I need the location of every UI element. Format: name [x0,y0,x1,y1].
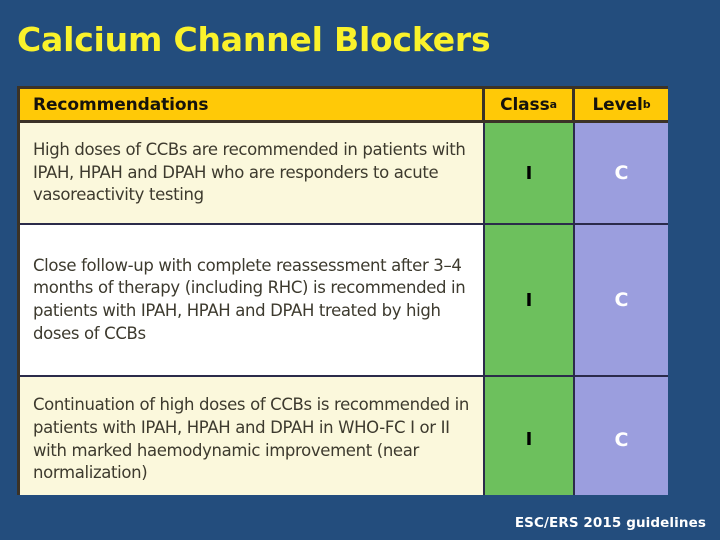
column-header-class-label: Class [500,94,550,115]
column-header-recommendations-label: Recommendations [33,94,209,115]
page-title: Calcium Channel Blockers [17,20,491,59]
recommendation-text: High doses of CCBs are recommended in pa… [20,123,485,223]
level-value: C [575,377,668,495]
level-value: C [575,123,668,223]
table-row: Close follow-up with complete reassessme… [20,223,668,375]
class-value: I [485,225,575,375]
column-header-recommendations: Recommendations [20,89,485,120]
recommendation-text: Continuation of high doses of CCBs is re… [20,377,485,495]
table-row: High doses of CCBs are recommended in pa… [20,123,668,223]
class-value: I [485,377,575,495]
source-attribution: ESC/ERS 2015 guidelines [514,515,706,531]
class-value: I [485,123,575,223]
column-header-level-label: Level [592,94,643,115]
recommendation-text: Close follow-up with complete reassessme… [20,225,485,375]
level-value: C [575,225,668,375]
table-row: Continuation of high doses of CCBs is re… [20,375,668,495]
